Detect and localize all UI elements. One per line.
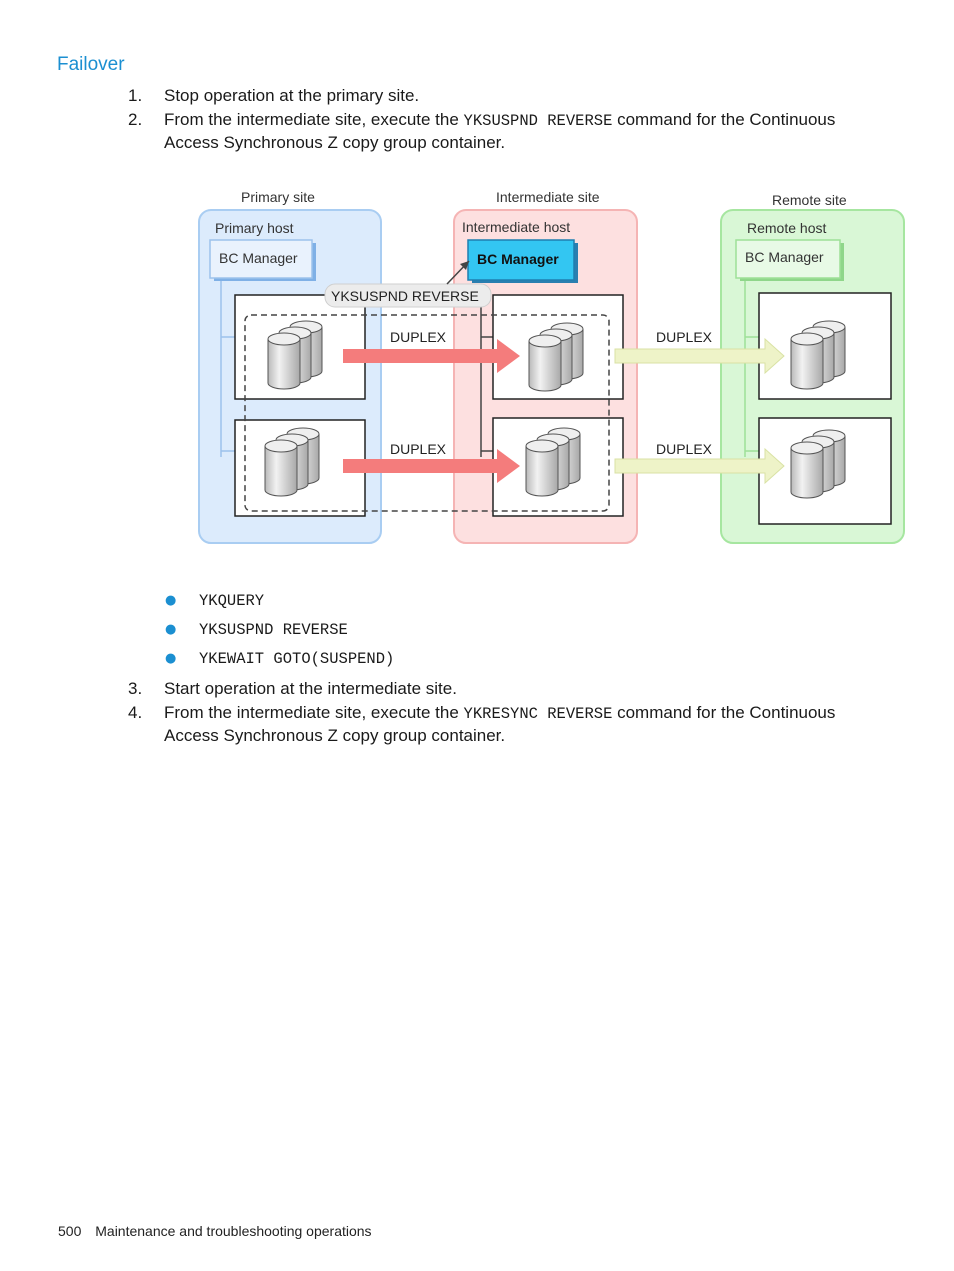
- remote-host-label: Remote host: [747, 220, 826, 236]
- bullet-dot-icon: ●: [165, 622, 177, 637]
- step-number: 4.: [128, 703, 143, 722]
- intermediate-site-label: Intermediate site: [496, 189, 600, 205]
- primary-bc-manager-box: [209, 239, 313, 279]
- bullet-dot-icon: ●: [165, 651, 177, 666]
- step-text-after: command for the Continuous: [612, 110, 836, 129]
- duplex-label-4: DUPLEX: [656, 441, 713, 457]
- duplex-label-2: DUPLEX: [390, 441, 447, 457]
- step-text-after: command for the Continuous: [612, 703, 836, 722]
- bullet-dot-icon: ●: [165, 593, 177, 608]
- page-number: 500: [58, 1223, 82, 1239]
- bullet-text: YKEWAIT GOTO(SUSPEND): [199, 650, 395, 668]
- step-text-before: From the intermediate site, execute the: [164, 110, 464, 129]
- primary-site-label: Primary site: [241, 189, 315, 205]
- primary-host-label: Primary host: [215, 220, 294, 236]
- step-number: 2.: [128, 110, 143, 129]
- step-text-before: From the intermediate site, execute the: [164, 703, 464, 722]
- copy-group-container: [244, 314, 610, 512]
- intermediate-bc-manager-box: [467, 239, 575, 281]
- step-text-line2: Access Synchronous Z copy group containe…: [164, 133, 506, 152]
- duplex-label-3: DUPLEX: [656, 329, 713, 345]
- duplex-arrow-intermediate-to-remote-2: [614, 447, 785, 485]
- command-callout-label: YKSUSPND REVERSE: [331, 288, 479, 304]
- bullet-text: YKSUSPND REVERSE: [199, 621, 348, 639]
- step-number: 1.: [128, 86, 143, 105]
- step-text: Start operation at the intermediate site…: [164, 679, 457, 698]
- duplex-label-1: DUPLEX: [390, 329, 447, 345]
- command-code: YKSUSPND REVERSE: [463, 112, 613, 130]
- remote-host-connectors: [744, 281, 760, 457]
- step-number: 3.: [128, 679, 143, 698]
- remote-bc-manager-label: BC Manager: [745, 249, 824, 265]
- step-text: From the intermediate site, execute the …: [164, 109, 864, 153]
- duplex-arrow-primary-to-intermediate-1: [343, 339, 520, 373]
- page-footer: 500 Maintenance and troubleshooting oper…: [58, 1223, 372, 1239]
- duplex-arrow-intermediate-to-remote-1: [614, 337, 785, 375]
- failover-diagram: Primary site Intermediate site Remote si…: [198, 189, 905, 544]
- duplex-arrow-primary-to-intermediate-2: [343, 449, 520, 483]
- section-heading: Failover: [57, 54, 125, 75]
- intermediate-bc-manager-label: BC Manager: [477, 251, 559, 267]
- step-text-line2: Access Synchronous Z copy group containe…: [164, 726, 506, 745]
- bullet-text: YKQUERY: [199, 592, 265, 610]
- primary-bc-manager-label: BC Manager: [219, 250, 298, 266]
- step-text: From the intermediate site, execute the …: [164, 702, 864, 746]
- remote-bc-manager-box: [735, 239, 841, 279]
- remote-site-label: Remote site: [772, 192, 847, 208]
- step-text: Stop operation at the primary site.: [164, 86, 420, 105]
- primary-host-connectors: [220, 281, 235, 457]
- command-code: YKRESYNC REVERSE: [463, 705, 613, 723]
- intermediate-host-label: Intermediate host: [462, 219, 570, 235]
- footer-title: Maintenance and troubleshooting operatio…: [95, 1223, 372, 1239]
- command-callout-box: [324, 283, 492, 308]
